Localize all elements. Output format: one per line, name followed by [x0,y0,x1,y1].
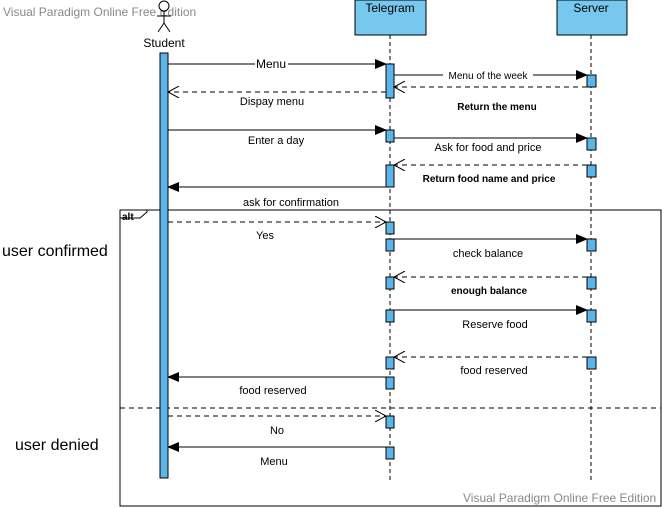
telegram-activation [385,276,395,290]
telegram-activation [385,129,395,143]
telegram-participant [354,0,427,36]
display-menu-label: Dispay menu [240,96,304,108]
telegram-activation [385,164,395,188]
yes-label: Yes [256,230,274,242]
ask-confirmation-label: ask for confirmation [243,197,339,209]
alt-fragment-tab [120,209,148,219]
reserve-food-label: Reserve food [462,319,527,331]
server-activation [586,276,597,290]
server-activation [586,309,597,323]
telegram-activation [385,309,395,323]
return-menu-label: Return the menu [457,102,536,113]
check-balance-label: check balance [453,248,523,260]
menu-label: Menu [256,57,286,71]
menu-label-bg [255,57,288,71]
student-activation [159,52,169,479]
watermark-bottom: Visual Paradigm Online Free Edition [463,491,656,505]
menu-of-week-label: Menu of the week [449,71,529,82]
telegram-activation [385,446,395,460]
telegram-activation [385,238,395,252]
server-activation [586,356,597,370]
server-label: Server [573,1,608,15]
telegram-label: Telegram [365,1,414,15]
student-label: Student [143,36,185,50]
server-activation [586,137,597,151]
alt-label: alt [122,212,134,223]
food-reserved-student-label: food reserved [239,385,306,397]
menu-return-label: Menu [260,456,288,468]
server-participant [556,0,628,36]
enough-balance-label: enough balance [451,286,528,297]
server-activation [586,238,597,252]
no-label: No [270,425,284,437]
server-activation [586,164,597,178]
return-food-name-label: Return food name and price [423,174,556,185]
telegram-activations [385,63,395,460]
food-reserved-server-label: food reserved [460,365,527,377]
messages: Menu Menu of the week Return the menu Di… [167,57,588,468]
server-activations [586,74,597,370]
telegram-activation [385,356,395,370]
watermark-top: Visual Paradigm Online Free Edition [3,5,196,19]
ask-food-price-label: Ask for food and price [434,142,541,154]
enter-day-label: Enter a day [248,135,305,147]
guard-user-confirmed: user confirmed [2,243,108,260]
telegram-activation [385,376,395,390]
server-activation [586,74,597,88]
telegram-activation [385,221,395,235]
student-actor [157,0,171,33]
guard-user-denied: user denied [15,437,99,454]
telegram-activation [385,63,395,99]
menu-of-week-label-bg [443,69,533,81]
telegram-activation [385,415,395,429]
